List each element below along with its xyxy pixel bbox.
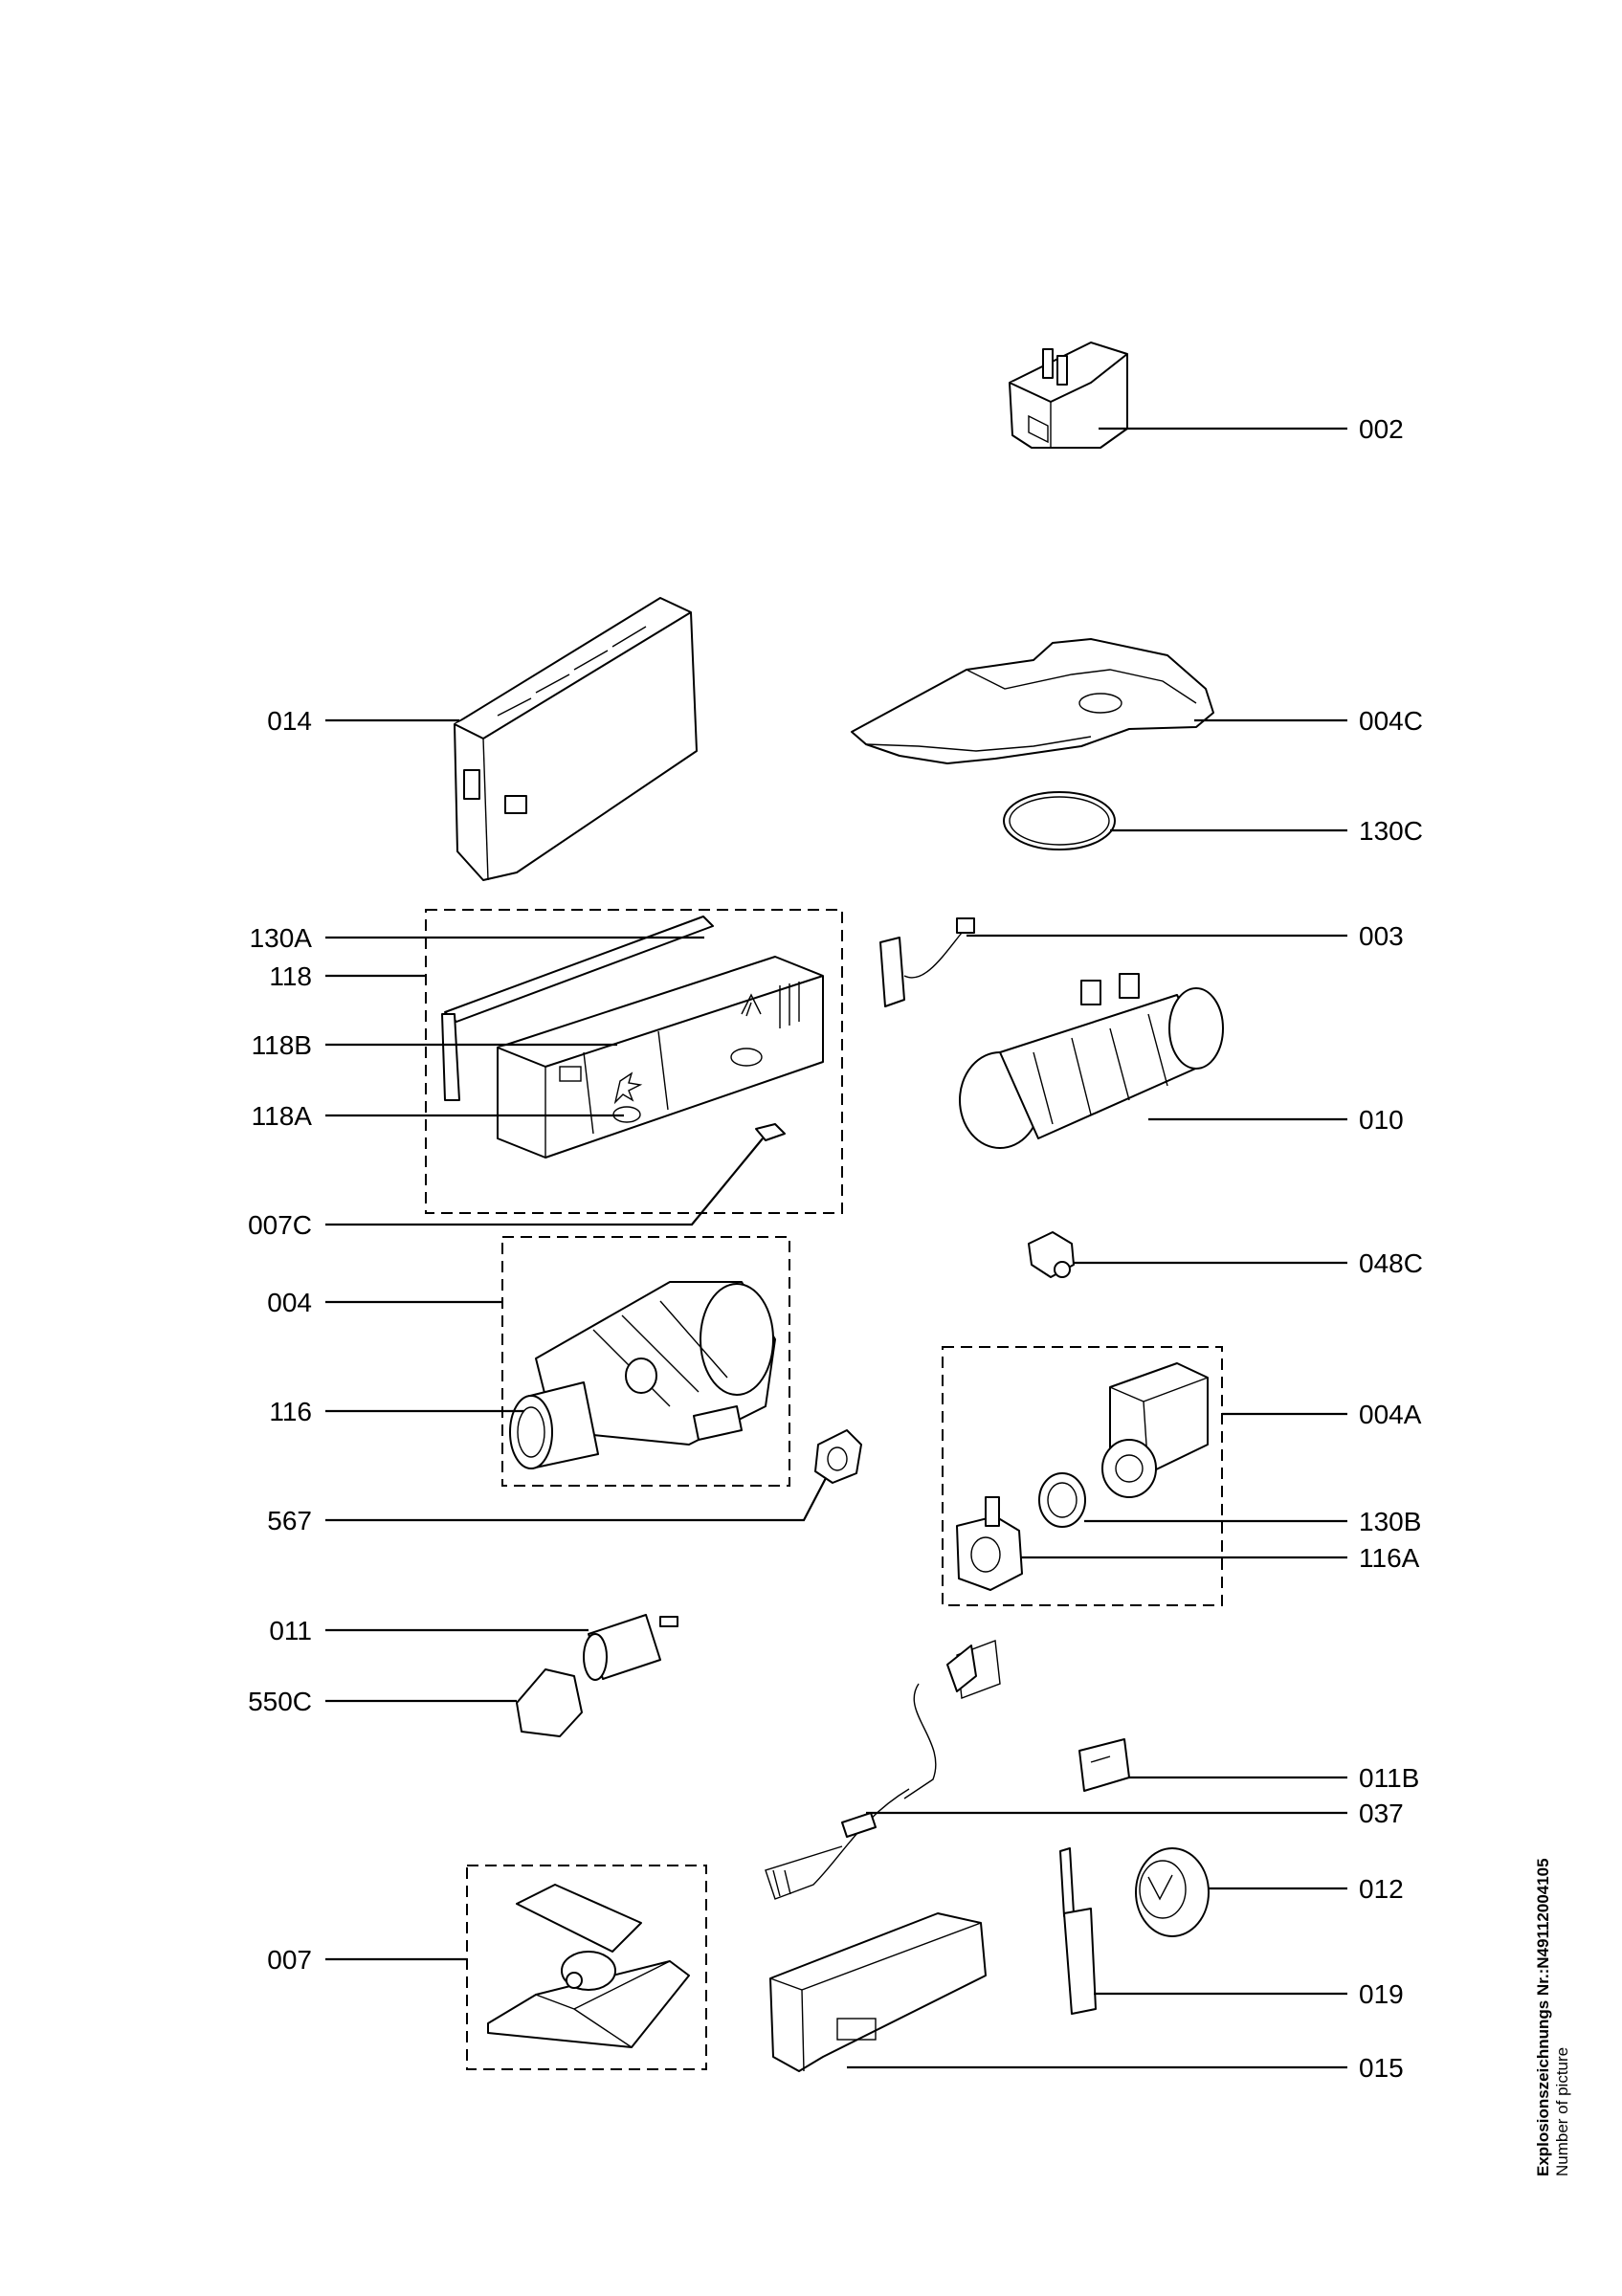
label-015: 015: [1359, 2053, 1404, 2083]
part-011B-drawing: [1078, 1738, 1130, 1792]
part-002-drawing: [1009, 342, 1128, 449]
part-019-drawing: [1059, 1847, 1097, 2015]
label-048C: 048C: [1359, 1248, 1423, 1278]
label-567: 567: [267, 1506, 312, 1535]
label-007C: 007C: [248, 1210, 312, 1240]
part-010-drawing: [959, 973, 1224, 1149]
label-014: 014: [267, 706, 312, 736]
leader-lines: [325, 427, 1347, 2069]
label-004: 004: [267, 1288, 312, 1317]
label-004C: 004C: [1359, 706, 1423, 736]
label-118: 118: [269, 961, 312, 991]
group-box-004A: [942, 1346, 1223, 1606]
label-003: 003: [1359, 921, 1404, 951]
label-004A: 004A: [1359, 1400, 1422, 1429]
part-003-drawing: [879, 917, 975, 1007]
label-130C: 130C: [1359, 816, 1423, 846]
label-007: 007: [267, 1945, 312, 1975]
label-011: 011: [269, 1616, 312, 1645]
part-130B-drawing: [1038, 1472, 1086, 1528]
label-118B: 118B: [252, 1030, 312, 1060]
label-116A: 116A: [1359, 1543, 1420, 1573]
drawing-number-text: Explosionszeichnungs Nr.:N49112004105: [1534, 1858, 1552, 2176]
part-007-drawing: [487, 1884, 690, 2048]
label-019: 019: [1359, 1979, 1404, 2009]
group-box-118: [425, 909, 843, 1214]
part-004C-drawing: [851, 638, 1214, 764]
label-002: 002: [1359, 414, 1404, 444]
part-007C-drawing: [755, 1123, 786, 1141]
part-037-drawing: [765, 1640, 1001, 1900]
part-012-drawing: [1135, 1847, 1210, 1937]
part-567-drawing: [814, 1429, 862, 1484]
label-116: 116: [269, 1397, 312, 1426]
part-004-drawing: [509, 1281, 776, 1469]
part-004A-drawing: [1101, 1362, 1209, 1498]
label-037: 037: [1359, 1799, 1404, 1828]
label-011B: 011B: [1359, 1763, 1419, 1793]
label-130B: 130B: [1359, 1507, 1421, 1536]
part-116A-drawing: [956, 1496, 1023, 1591]
part-550C-drawing: [516, 1668, 583, 1737]
label-130A: 130A: [250, 923, 313, 953]
label-010: 010: [1359, 1105, 1404, 1135]
group-box-007: [466, 1865, 707, 2070]
part-015-drawing: [769, 1912, 987, 2072]
part-014-drawing: [454, 597, 698, 881]
part-048C-drawing: [1028, 1231, 1075, 1278]
part-118-drawing: [441, 916, 824, 1159]
number-of-picture-text: Number of picture: [1553, 2047, 1571, 2176]
group-box-004: [501, 1236, 790, 1487]
part-130C-drawing: [1003, 791, 1116, 850]
label-118A: 118A: [252, 1101, 313, 1131]
label-012: 012: [1359, 1874, 1404, 1904]
part-011-drawing: [583, 1614, 678, 1681]
label-550C: 550C: [248, 1687, 312, 1716]
